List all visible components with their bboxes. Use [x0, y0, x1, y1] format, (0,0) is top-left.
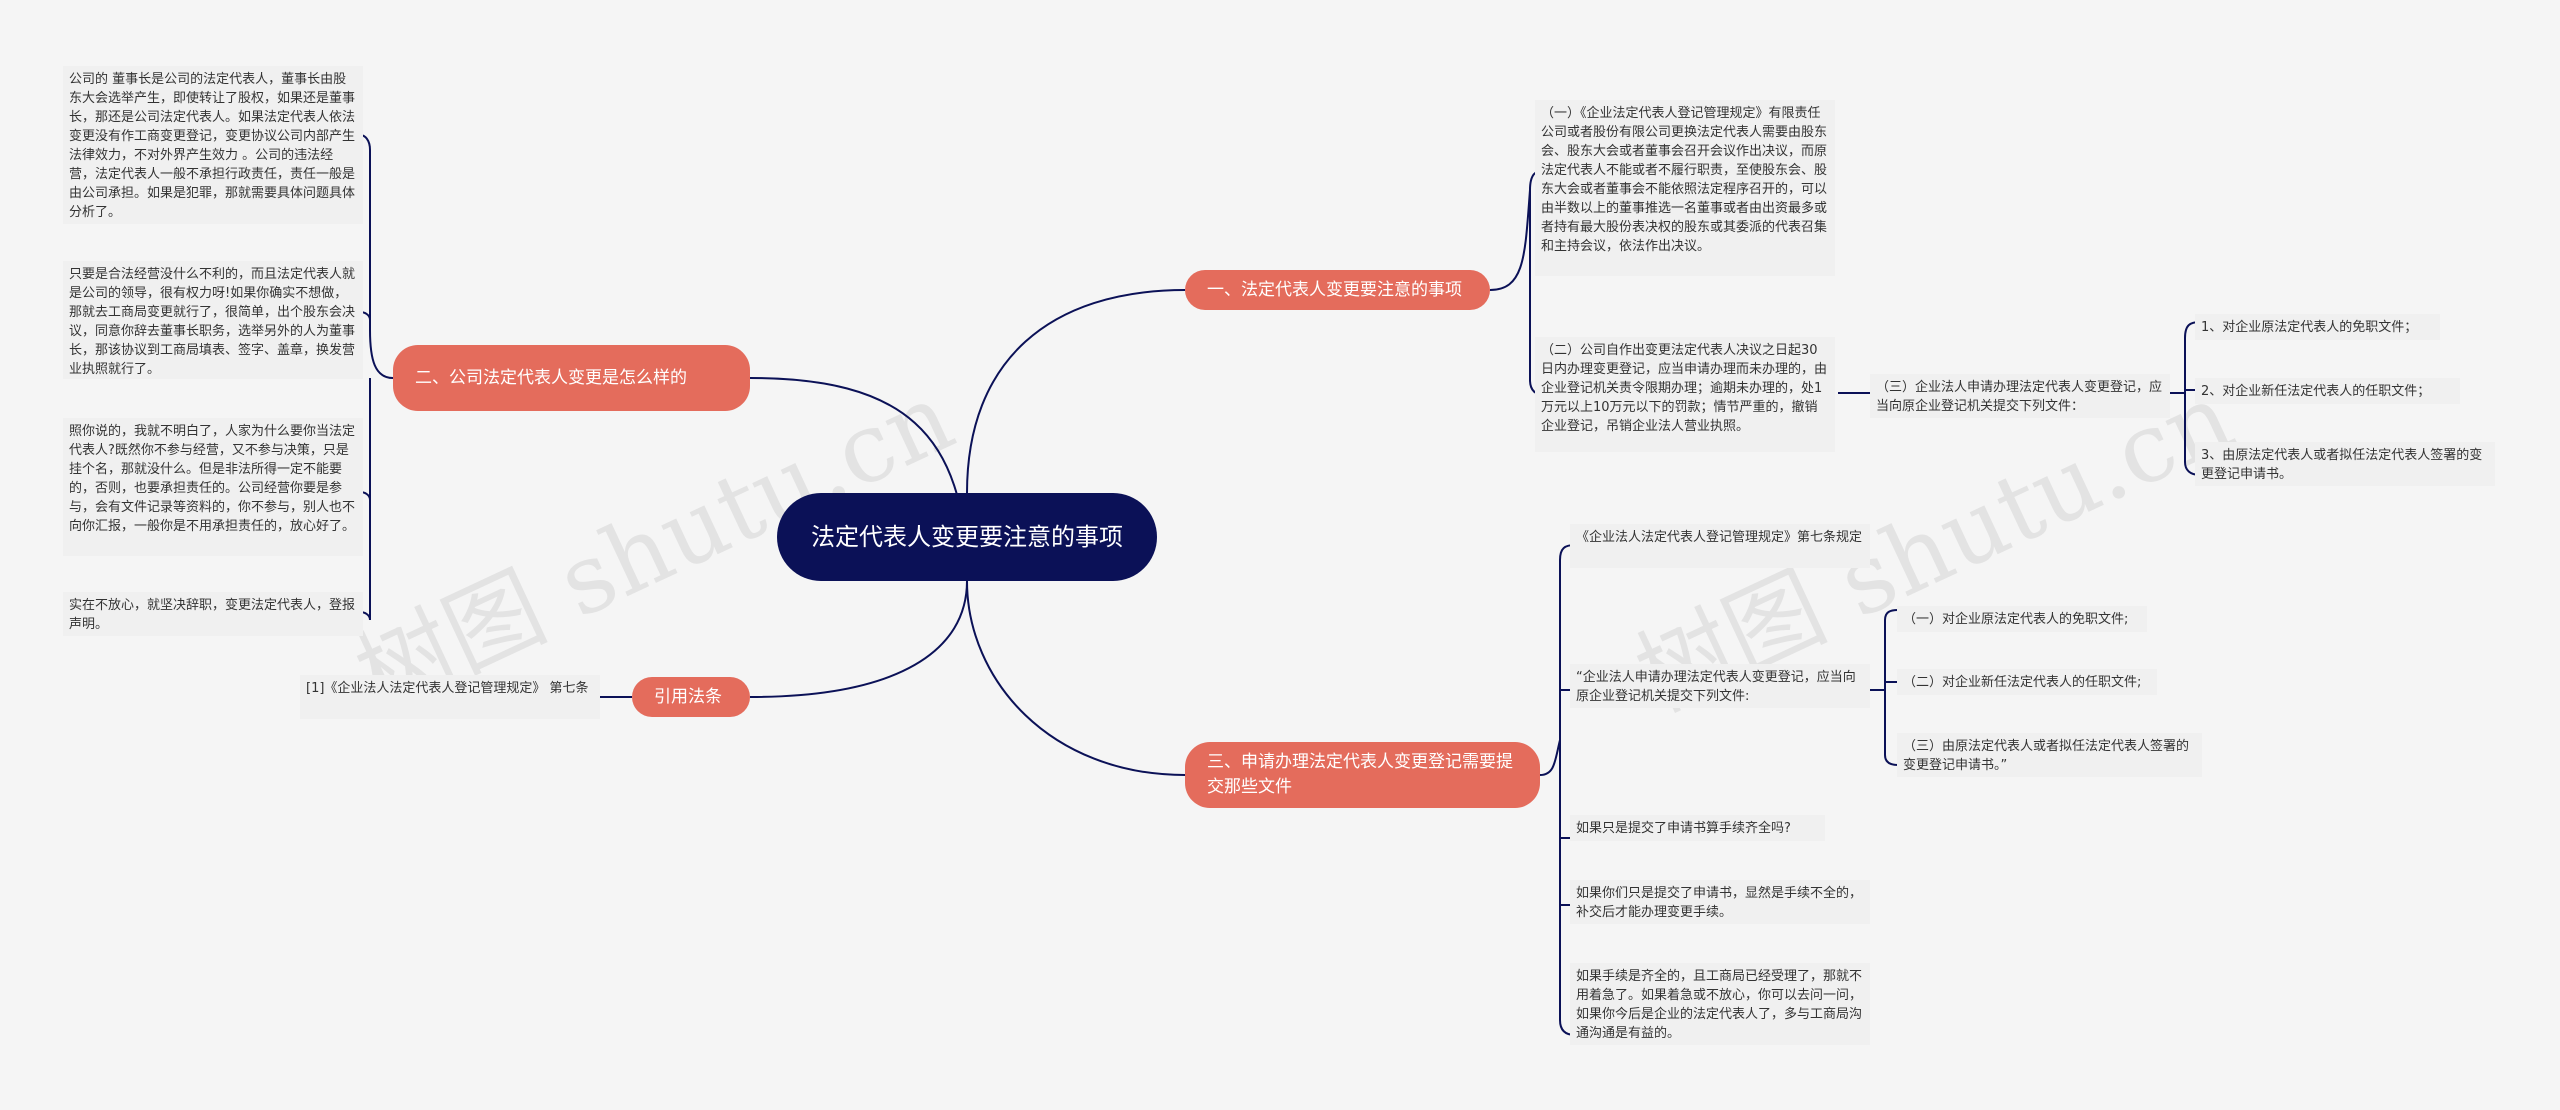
b2-leaf-3: 照你说的，我就不明白了，人家为什么要你当法定代表人?既然你不参与经营，又不参与决…: [63, 418, 363, 556]
b2-leaf-2-text: 只要是合法经营没什么不利的，而且法定代表人就是公司的领导，很有权力呀!如果你确实…: [69, 267, 356, 377]
b3-leaf-2-item-2-text: （二）对企业新任法定代表人的任职文件;: [1903, 675, 2142, 690]
b3-leaf-2-item-3: （三）由原法定代表人或者拟任法定代表人签署的变更登记申请书。”: [1897, 733, 2202, 777]
b1-leaf-2: （二）公司自作出变更法定代表人决议之日起30日内办理变更登记，应当申请办理而未办…: [1535, 337, 1835, 452]
b3-leaf-2-text: “企业法人申请办理法定代表人变更登记，应当向原企业登记机关提交下列文件:: [1576, 670, 1856, 704]
b3-leaf-3-text: 如果只是提交了申请书算手续齐全吗?: [1576, 821, 1791, 836]
branch-3-topic[interactable]: 三、申请办理法定代表人变更登记需要提交那些文件: [1185, 742, 1540, 808]
b3-leaf-5: 如果手续是齐全的，且工商局已经受理了，那就不用着急了。如果着急或不放心，你可以去…: [1570, 963, 1870, 1045]
b1-leaf-2-text: （二）公司自作出变更法定代表人决议之日起30日内办理变更登记，应当申请办理而未办…: [1541, 343, 1828, 434]
link-l3-items: [2170, 321, 2201, 476]
b3-leaf-2-item-1: （一）对企业原法定代表人的免职文件;: [1897, 606, 2147, 632]
b4-leaf-1: [1]《企业法人法定代表人登记管理规定》 第七条: [300, 675, 600, 719]
b1-leaf-3-item-1: 1、对企业原法定代表人的免职文件；: [2195, 314, 2440, 340]
b3-leaf-4: 如果你们只是提交了申请书，显然是手续不全的，补交后才能办理变更手续。: [1570, 880, 1870, 924]
link-root-b1: [966, 289, 1186, 494]
root-topic[interactable]: 法定代表人变更要注意的事项: [777, 493, 1157, 581]
b2-leaf-4: 实在不放心，就坚决辞职，变更法定代表人，登报声明。: [63, 592, 363, 636]
branch-1-label: 一、法定代表人变更要注意的事项: [1207, 279, 1462, 300]
b1-leaf-3-item-3: 3、由原法定代表人或者拟任法定代表人签署的变更登记申请书。: [2195, 442, 2495, 486]
b1-leaf-3-item-1-text: 1、对企业原法定代表人的免职文件；: [2201, 320, 2418, 335]
b2-leaf-4-text: 实在不放心，就坚决辞职，变更法定代表人，登报声明。: [69, 598, 356, 632]
branch-2-label: 二、公司法定代表人变更是怎么样的: [415, 367, 687, 388]
b2-leaf-1-text: 公司的 董事长是公司的法定代表人，董事长由股东大会选举产生，即使转让了股权，如果…: [69, 72, 356, 220]
b3-leaf-3: 如果只是提交了申请书算手续齐全吗?: [1570, 815, 1825, 841]
b3-leaf-2-item-3-text: （三）由原法定代表人或者拟任法定代表人签署的变更登记申请书。”: [1903, 739, 2190, 773]
b1-leaf-3-item-3-text: 3、由原法定代表人或者拟任法定代表人签署的变更登记申请书。: [2201, 448, 2483, 482]
b2-leaf-2: 只要是合法经营没什么不利的，而且法定代表人就是公司的领导，很有权力呀!如果你确实…: [63, 261, 363, 379]
b3-leaf-5-text: 如果手续是齐全的，且工商局已经受理了，那就不用着急了。如果着急或不放心，你可以去…: [1576, 969, 1863, 1041]
b1-leaf-3: （三）企业法人申请办理法定代表人变更登记，应当向原企业登记机关提交下列文件：: [1870, 374, 2170, 418]
link-root-b3: [966, 580, 1186, 776]
b3-leaf-2-item-2: （二）对企业新任法定代表人的任职文件;: [1897, 669, 2157, 695]
b2-leaf-1: 公司的 董事长是公司的法定代表人，董事长由股东大会选举产生，即使转让了股权，如果…: [63, 66, 363, 224]
b2-leaf-3-text: 照你说的，我就不明白了，人家为什么要你当法定代表人?既然你不参与经营，又不参与决…: [69, 424, 356, 534]
b4-leaf-1-text: [1]《企业法人法定代表人登记管理规定》 第七条: [306, 681, 589, 696]
link-b3-l2-items: [1870, 609, 1899, 766]
b3-leaf-1: 《企业法人法定代表人登记管理规定》第七条规定: [1570, 524, 1870, 568]
b3-leaf-2-item-1-text: （一）对企业原法定代表人的免职文件;: [1903, 612, 2129, 627]
branch-4-label: 引用法条: [654, 686, 722, 707]
b3-leaf-1-text: 《企业法人法定代表人登记管理规定》第七条规定: [1576, 530, 1863, 545]
b1-leaf-1-text: （一）《企业法定代表人登记管理规定》有限责任公司或者股份有限公司更换法定代表人需…: [1541, 106, 1828, 254]
b1-leaf-1: （一）《企业法定代表人登记管理规定》有限责任公司或者股份有限公司更换法定代表人需…: [1535, 100, 1835, 276]
link-b2-leaves: [359, 134, 394, 621]
root-title: 法定代表人变更要注意的事项: [811, 523, 1123, 551]
link-b3-leaves: [1539, 544, 1576, 1036]
b1-leaf-3-item-2-text: 2、对企业新任法定代表人的任职文件；: [2201, 384, 2431, 399]
branch-3-label: 三、申请办理法定代表人变更登记需要提交那些文件: [1207, 752, 1513, 797]
branch-2-topic[interactable]: 二、公司法定代表人变更是怎么样的: [393, 345, 750, 411]
branch-1-topic[interactable]: 一、法定代表人变更要注意的事项: [1185, 270, 1490, 310]
b3-leaf-2: “企业法人申请办理法定代表人变更登记，应当向原企业登记机关提交下列文件:: [1570, 664, 1870, 708]
branch-4-topic[interactable]: 引用法条: [632, 677, 750, 717]
b1-leaf-3-item-2: 2、对企业新任法定代表人的任职文件；: [2195, 378, 2460, 404]
link-root-b4: [749, 580, 968, 698]
b3-leaf-4-text: 如果你们只是提交了申请书，显然是手续不全的，补交后才能办理变更手续。: [1576, 886, 1863, 920]
b1-leaf-3-text: （三）企业法人申请办理法定代表人变更登记，应当向原企业登记机关提交下列文件：: [1876, 380, 2163, 414]
